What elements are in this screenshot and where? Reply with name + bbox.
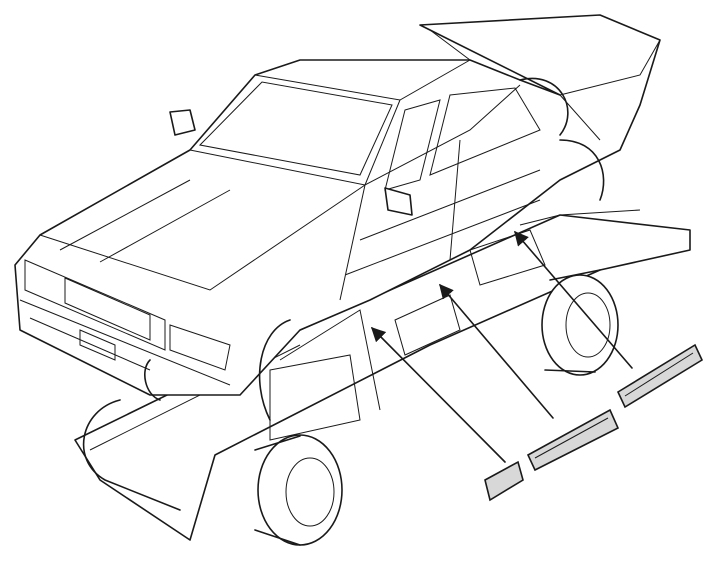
car-body bbox=[14, 14, 661, 421]
trim-strip-rear bbox=[616, 343, 704, 409]
arrow-middle-strip bbox=[439, 283, 554, 419]
arrow-rear-strip bbox=[514, 230, 633, 369]
trim-strip-front bbox=[484, 460, 524, 502]
arrow-front-strip bbox=[370, 326, 506, 463]
front-wheel bbox=[254, 434, 343, 546]
trim-strip-middle bbox=[526, 408, 620, 472]
rear-wheel bbox=[541, 269, 619, 376]
